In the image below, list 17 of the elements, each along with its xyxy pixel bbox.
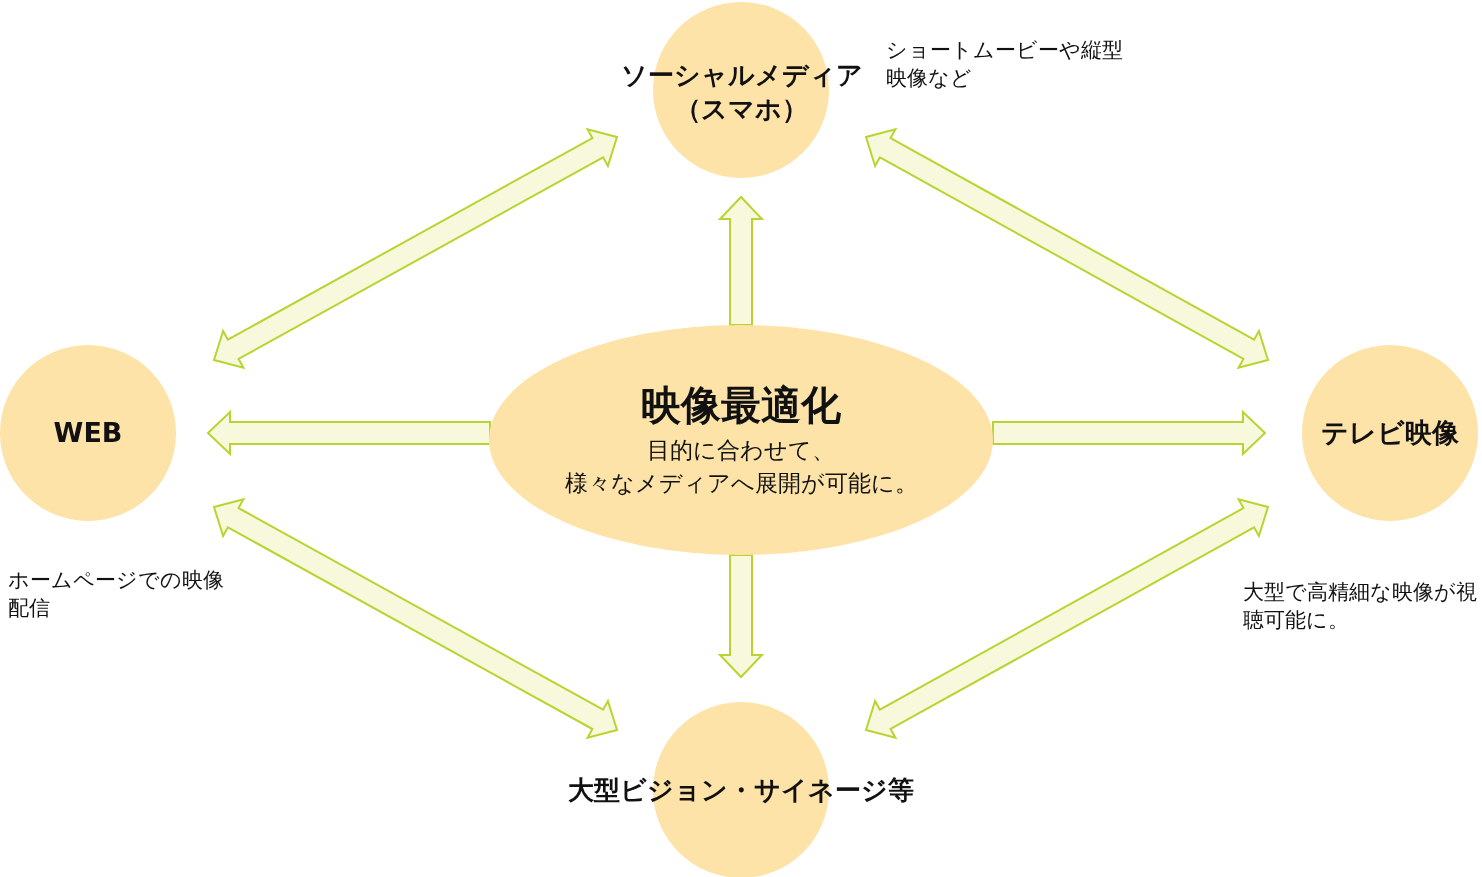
node-label: WEB — [52, 416, 124, 450]
description: 目的に合わせて、様々なメディアへ展開が可能に。 — [563, 436, 919, 498]
node-label: ソーシャルメディア（スマホ） — [621, 59, 861, 126]
heading: 映像最適化 — [640, 382, 842, 428]
block-arrow — [992, 409, 1267, 457]
node-label: テレビ映像 — [1320, 416, 1460, 450]
node-label: 大型ビジョン・サイネージ等 — [567, 774, 915, 807]
block-arrow — [864, 497, 1270, 740]
block-arrow — [864, 127, 1270, 370]
note-text: ショートムービーや縦型映像など — [886, 37, 1124, 92]
block-arrow — [212, 497, 619, 740]
block-arrow — [717, 554, 765, 679]
note-text: 大型で高精細な映像が視聴可能に。 — [1243, 579, 1478, 634]
block-arrow — [717, 195, 765, 326]
block-arrow — [206, 409, 491, 457]
note-text: ホームページでの映像配信 — [8, 567, 225, 622]
block-arrow — [212, 127, 619, 370]
